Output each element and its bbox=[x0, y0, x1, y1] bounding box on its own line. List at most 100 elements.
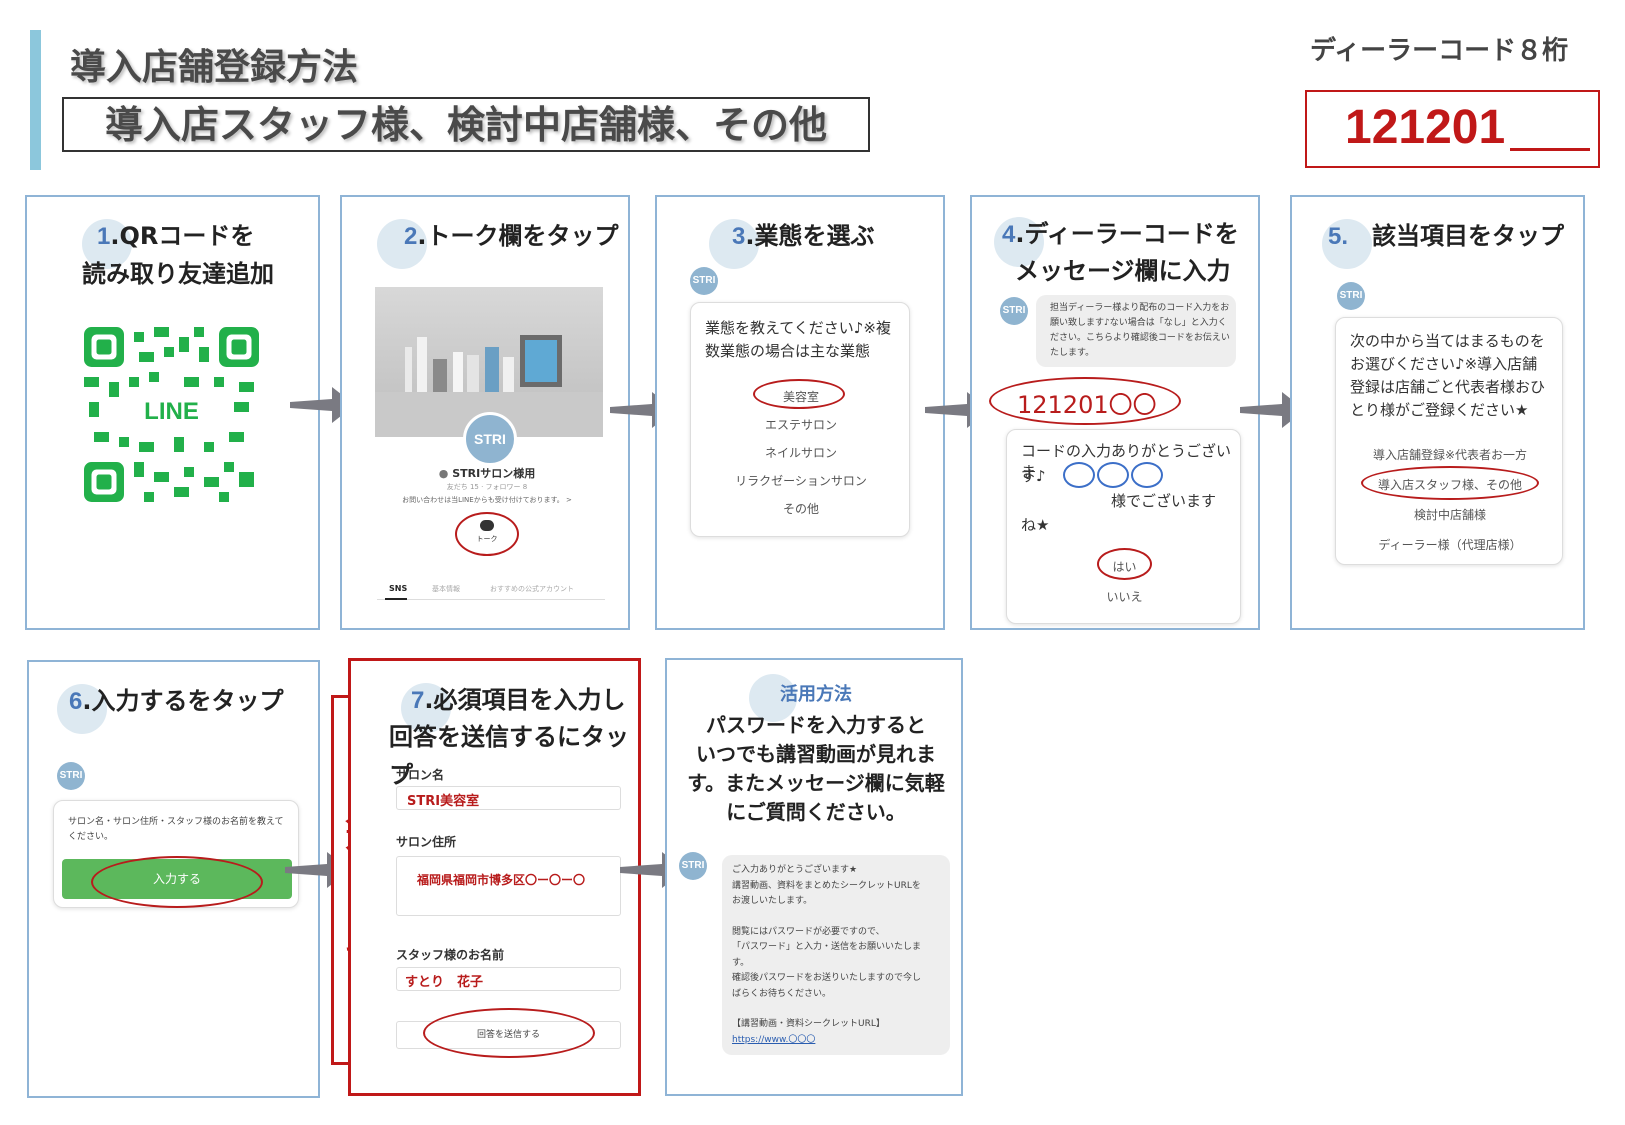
option-esthetic-salon[interactable]: エステサロン bbox=[764, 418, 837, 432]
arrow-right-icon bbox=[290, 387, 355, 423]
secret-url-message: ご入力ありがとうございます★ 講習動画、資料をまとめたシークレットURLを お渡… bbox=[722, 855, 950, 1055]
option-highlight bbox=[1361, 466, 1539, 500]
step-6-panel: 6.入力するをタップ STRI サロン名・サロン住所・スタッフ様のお名前を教えて… bbox=[27, 660, 320, 1098]
stri-avatar: STRI bbox=[679, 852, 707, 880]
step-3-title: 3.業態を選ぶ bbox=[732, 222, 875, 250]
code-input-text[interactable]: 121201〇〇 bbox=[1017, 391, 1157, 419]
page-title: 導入店舗登録方法 bbox=[70, 47, 359, 88]
prompt-text: サロン名・サロン住所・スタッフ様のお名前を教えてください。 bbox=[68, 817, 284, 842]
yes-highlight bbox=[1097, 548, 1152, 580]
step-7-panel: 7.必須項目を入力し 回答を送信するにタップ サロン名 STRI美容室 サロン住… bbox=[348, 658, 641, 1096]
step-1-title-line2: 読み取り友達追加 bbox=[82, 260, 274, 288]
staff-name-label: スタッフ様のお名前 bbox=[396, 948, 505, 962]
usage-panel: 活用方法 パスワードを入力すると いつでも講習動画が見れま す。またメッセージ欄… bbox=[665, 658, 963, 1096]
option-other[interactable]: その他 bbox=[782, 502, 819, 516]
step-4-circle bbox=[994, 217, 1044, 267]
option-nail-salon[interactable]: ネイルサロン bbox=[764, 446, 837, 460]
tab-recommended[interactable]: おすすめの公式アカウント bbox=[490, 585, 574, 593]
staff-name-value: すとり 花子 bbox=[405, 975, 484, 990]
option-store-registration[interactable]: 導入店舗登録※代表者お一方 bbox=[1372, 448, 1528, 462]
header-accent-bar bbox=[30, 30, 41, 170]
message-body: ご入力ありがとうございます★ 講習動画、資料をまとめたシークレットURLを お渡… bbox=[732, 863, 944, 1048]
step-6-circle bbox=[57, 684, 107, 734]
stri-avatar: STRI bbox=[690, 267, 718, 295]
prompt-text: 業態を教えてください♪※複数業態の場合は主な業態 bbox=[705, 319, 891, 360]
reply-line-3: 様でございます bbox=[1111, 492, 1217, 510]
prompt-text: 担当ディーラー様より配布のコード入力をお願い致します♪ない場合は「なし」と入力く… bbox=[1050, 303, 1230, 358]
account-meta: 友だち 15 · フォロワー 8 bbox=[446, 483, 528, 491]
option-considering-store[interactable]: 検討中店舗様 bbox=[1413, 508, 1486, 522]
input-button-highlight bbox=[91, 856, 263, 908]
talk-highlight bbox=[455, 512, 519, 556]
tab-sns[interactable]: SNS bbox=[389, 584, 408, 593]
salon-name-label: サロン名 bbox=[396, 768, 445, 782]
prompt-text: 次の中から当てはまるものをお選びください♪※導入店舗登録は店舗ごと代表者様おひと… bbox=[1350, 332, 1546, 419]
input-prompt: サロン名・サロン住所・スタッフ様のお名前を教えてください。 入力する bbox=[53, 800, 299, 908]
stri-logo: STRI bbox=[463, 412, 517, 466]
step-3-panel: 3.業態を選ぶ STRI 業態を教えてください♪※複数業態の場合は主な業態 美容… bbox=[655, 195, 945, 630]
line-qr-code[interactable] bbox=[84, 327, 259, 502]
dealer-code-value: 121201 bbox=[1345, 101, 1506, 154]
reply-line-1: コードの入力ありがとうございま bbox=[1021, 442, 1232, 481]
usage-circle bbox=[749, 674, 797, 722]
arrow-right-icon bbox=[1240, 392, 1305, 428]
code-reply-bubble: コードの入力ありがとうございま す♪ 様でございます ね★ はい いいえ bbox=[1006, 429, 1241, 624]
step-1-panel: 1.QRコードを 読み取り友達追加 LINE bbox=[25, 195, 320, 630]
stri-avatar: STRI bbox=[57, 762, 85, 790]
secret-url-link[interactable]: https://www.〇〇〇 bbox=[732, 1034, 816, 1045]
salon-address-field[interactable]: 福岡県福岡市博多区〇ー〇ー〇 bbox=[396, 856, 621, 916]
category-prompt: 次の中から当てはまるものをお選びください♪※導入店舗登録は店舗ごと代表者様おひと… bbox=[1335, 317, 1563, 565]
shield-icon: ● bbox=[438, 467, 449, 480]
salon-name-field[interactable]: STRI美容室 bbox=[396, 786, 621, 810]
tab-active-underline bbox=[385, 598, 407, 600]
option-highlight bbox=[753, 379, 845, 409]
dealer-code-blank bbox=[1510, 148, 1590, 151]
step-5-title: 該当項目をタップ bbox=[1372, 222, 1564, 250]
usage-body-3: す。またメッセージ欄に気軽 bbox=[687, 771, 945, 795]
line-qr-label: LINE bbox=[144, 398, 199, 425]
step-2-title: 2.トーク欄をタップ bbox=[404, 222, 619, 250]
option-dealer[interactable]: ディーラー様（代理店様） bbox=[1378, 538, 1522, 552]
step-5-num: 5. bbox=[1328, 223, 1349, 250]
account-name: ● STRIサロン様用 bbox=[438, 467, 536, 480]
submit-highlight bbox=[423, 1008, 595, 1058]
usage-body-4: にご質問ください。 bbox=[726, 800, 906, 824]
usage-heading: 活用方法 bbox=[780, 684, 852, 705]
tab-underline bbox=[377, 599, 605, 600]
salon-address-value: 福岡県福岡市博多区〇ー〇ー〇 bbox=[417, 873, 586, 887]
dealer-code-prompt: 担当ディーラー様より配布のコード入力をお願い致します♪ない場合は「なし」と入力く… bbox=[1036, 295, 1236, 367]
usage-body-1: パスワードを入力すると bbox=[706, 713, 926, 737]
staff-name-field[interactable]: すとり 花子 bbox=[396, 967, 621, 991]
stri-avatar: STRI bbox=[1000, 297, 1028, 325]
step-1-title: 1.QRコードを bbox=[97, 222, 255, 250]
name-placeholder-circles bbox=[1063, 462, 1163, 492]
page-subtitle: 導入店スタッフ様、検討中店舗様、その他 bbox=[62, 97, 870, 152]
step-7-title-line2: 回答を送信するにタップ bbox=[389, 723, 629, 789]
stri-avatar: STRI bbox=[1337, 282, 1365, 310]
salon-address-label: サロン住所 bbox=[396, 835, 457, 849]
step-4-title-line2: メッセージ欄に入力 bbox=[1015, 257, 1231, 285]
no-option[interactable]: いいえ bbox=[1106, 590, 1143, 604]
step-5-panel: 5. 該当項目をタップ STRI 次の中から当てはまるものをお選びください♪※導… bbox=[1290, 195, 1585, 630]
tab-basic-info[interactable]: 基本情報 bbox=[432, 585, 460, 593]
code-input-highlight bbox=[989, 377, 1181, 425]
step-2-panel: 2.トーク欄をタップ STRI ● STRIサロン様用 友だち 15 · フォロ… bbox=[340, 195, 630, 630]
step-2-circle bbox=[377, 219, 427, 269]
salon-name-value: STRI美容室 bbox=[407, 794, 480, 809]
reply-line-4: ね★ bbox=[1021, 516, 1050, 534]
dealer-code-label: ディーラーコード８桁 bbox=[1310, 36, 1569, 66]
step-3-circle bbox=[709, 219, 759, 269]
step-4-panel: 4.ディーラーコードを メッセージ欄に入力 STRI 担当ディーラー様より配布の… bbox=[970, 195, 1260, 630]
usage-body-2: いつでも講習動画が見れま bbox=[696, 742, 936, 766]
step-7-circle bbox=[401, 683, 451, 733]
step-7-title: 7.必須項目を入力し bbox=[411, 686, 626, 714]
option-relaxation-salon[interactable]: リラクゼーションサロン bbox=[735, 474, 867, 488]
reply-line-2: す♪ bbox=[1021, 467, 1046, 485]
step-4-title: 4.ディーラーコードを bbox=[1002, 220, 1239, 248]
account-note: お問い合わせは当LINEからも受け付けております。 > bbox=[402, 496, 572, 504]
step-1-circle bbox=[82, 219, 132, 269]
dealer-code-box bbox=[1305, 90, 1600, 168]
step-6-title: 6.入力するをタップ bbox=[69, 687, 284, 715]
business-type-prompt: 業態を教えてください♪※複数業態の場合は主な業態 美容室 エステサロン ネイルサ… bbox=[690, 302, 910, 537]
step-5-circle bbox=[1322, 219, 1372, 269]
